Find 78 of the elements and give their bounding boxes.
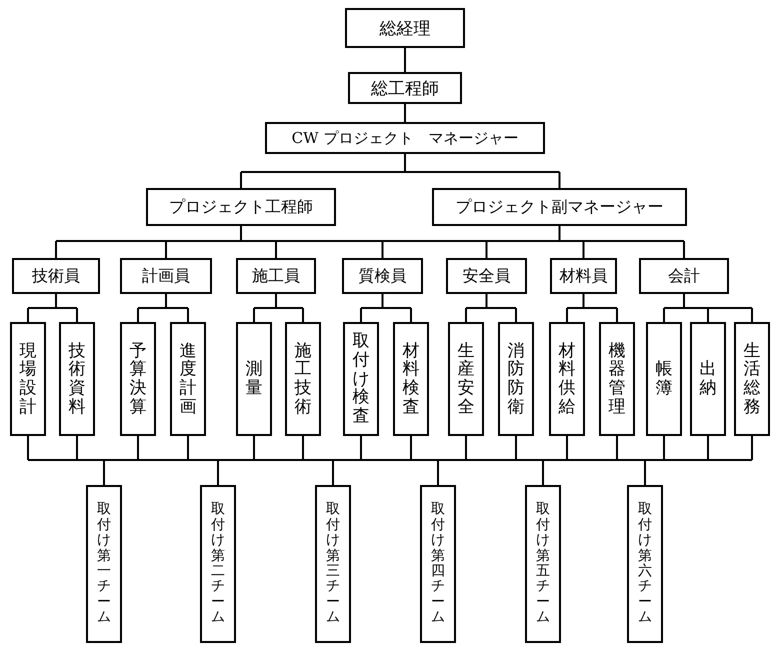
node-label: 取付け検査 xyxy=(352,332,370,426)
vertical-box xyxy=(285,322,321,436)
connector-tree xyxy=(465,293,517,323)
node-label: 機器管理 xyxy=(608,342,626,416)
node-label: 出納 xyxy=(700,360,716,398)
org-box xyxy=(236,258,316,294)
node-label: 測量 xyxy=(246,360,262,398)
connector-tree xyxy=(240,153,560,189)
node-label: 安全員 xyxy=(462,266,510,286)
vertical-box xyxy=(734,322,770,436)
org-box xyxy=(639,258,729,294)
node-label: 取付け第六チーム xyxy=(638,502,652,626)
node-label: 現場設計 xyxy=(20,342,36,416)
node-label: 計画員 xyxy=(142,266,190,286)
node-label: 取付け第四チーム xyxy=(431,502,445,626)
org-box xyxy=(146,188,336,226)
node-label: 総経理 xyxy=(380,18,430,40)
connector-line xyxy=(404,104,406,122)
vertical-box xyxy=(646,322,682,436)
vertical-box xyxy=(627,485,663,643)
vertical-box xyxy=(86,485,122,643)
org-box xyxy=(265,122,545,154)
vertical-box xyxy=(315,485,351,643)
connector-tree xyxy=(253,293,304,323)
node-label: 取付け第三チーム xyxy=(326,502,340,626)
org-box xyxy=(12,258,100,294)
org-box xyxy=(550,258,617,294)
node-label: 技術資料 xyxy=(68,342,86,416)
connector-tree xyxy=(55,225,685,259)
vertical-box xyxy=(420,485,456,643)
node-label: 進度計画 xyxy=(180,342,196,416)
vertical-box xyxy=(59,322,95,436)
org-box xyxy=(342,258,423,294)
vertical-box xyxy=(549,322,585,436)
connector-tree xyxy=(137,293,189,323)
connector-tree xyxy=(360,293,412,323)
node-label: 予算決算 xyxy=(130,342,146,416)
node-label: 取付け第一チーム xyxy=(97,502,111,626)
node-label: CW プロジェクト マネージャー xyxy=(292,128,518,148)
node-label: 質検員 xyxy=(358,266,406,286)
node-label: 材料員 xyxy=(560,266,608,286)
node-label: 材料検査 xyxy=(402,342,420,416)
connector-tree xyxy=(27,435,753,486)
node-label: プロジェクト副マネージャー xyxy=(456,196,664,218)
node-label: 総工程師 xyxy=(371,78,439,100)
vertical-box xyxy=(120,322,156,436)
connector-tree xyxy=(663,293,753,323)
connector-tree xyxy=(566,293,618,323)
node-label: 帳簿 xyxy=(656,360,672,398)
node-label: プロジェクト工程師 xyxy=(169,196,313,218)
org-box xyxy=(432,188,687,226)
vertical-box xyxy=(393,322,429,436)
node-label: 取付け第二チーム xyxy=(211,502,225,626)
node-label: 取付け第五チーム xyxy=(536,502,550,626)
vertical-box xyxy=(236,322,272,436)
org-box xyxy=(345,8,465,48)
vertical-box xyxy=(690,322,726,436)
vertical-box xyxy=(10,322,46,436)
node-label: 消防防衛 xyxy=(508,342,524,416)
vertical-box xyxy=(343,322,379,436)
vertical-box xyxy=(448,322,484,436)
vertical-box xyxy=(498,322,534,436)
node-label: 施工技術 xyxy=(294,342,312,416)
org-box xyxy=(348,72,462,104)
node-label: 生活総務 xyxy=(744,342,760,416)
vertical-box xyxy=(200,485,236,643)
node-label: 施工員 xyxy=(252,266,300,286)
node-label: 材料供給 xyxy=(558,342,576,416)
node-label: 生産安全 xyxy=(458,342,474,416)
node-label: 会計 xyxy=(668,266,700,286)
connector-tree xyxy=(27,293,78,323)
vertical-box xyxy=(599,322,635,436)
node-label: 技術員 xyxy=(32,266,80,286)
vertical-box xyxy=(170,322,206,436)
org-box xyxy=(446,258,527,294)
vertical-box xyxy=(525,485,561,643)
connector-line xyxy=(404,48,406,72)
org-box xyxy=(120,258,212,294)
